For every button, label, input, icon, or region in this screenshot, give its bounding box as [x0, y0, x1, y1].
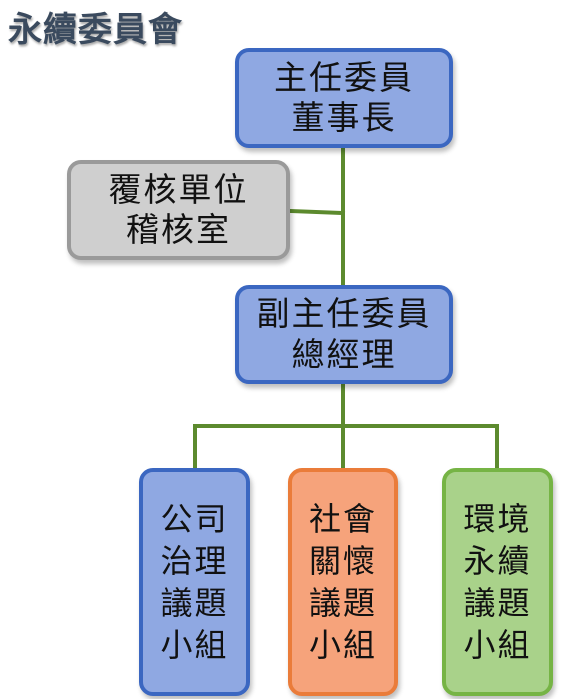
page-title: 永續委員會	[8, 10, 183, 50]
environment-line-2: 永續	[463, 541, 532, 580]
audit-unit: 稽核室	[126, 210, 231, 249]
environment-line-1: 環境	[463, 499, 532, 538]
connector-audit	[287, 208, 346, 216]
environment-group-box: 環境 永續 議題 小組	[442, 468, 553, 696]
social-line-2: 關懷	[308, 541, 377, 580]
governance-group-box: 公司 治理 議題 小組	[139, 468, 250, 696]
environment-line-3: 議題	[463, 584, 532, 622]
social-line-3: 議題	[308, 584, 377, 622]
chair-role: 董事長	[291, 98, 397, 137]
social-group-box: 社會 關懷 議題 小組	[288, 468, 398, 696]
governance-line-4: 小組	[160, 626, 229, 665]
vice-chair-title: 副主任委員	[256, 294, 432, 334]
governance-line-2: 治理	[160, 541, 229, 580]
social-line-1: 社會	[308, 499, 377, 538]
social-line-4: 小組	[308, 626, 377, 665]
vice-chair-box: 副主任委員 總經理	[235, 285, 453, 384]
chair-box: 主任委員 董事長	[235, 48, 453, 148]
audit-title: 覆核單位	[108, 169, 249, 209]
environment-line-4: 小組	[463, 626, 532, 665]
vice-chair-role: 總經理	[291, 334, 397, 374]
chair-title: 主任委員	[274, 57, 414, 97]
governance-line-3: 議題	[160, 584, 229, 622]
governance-line-1: 公司	[160, 499, 229, 538]
audit-box: 覆核單位 稽核室	[67, 160, 290, 260]
